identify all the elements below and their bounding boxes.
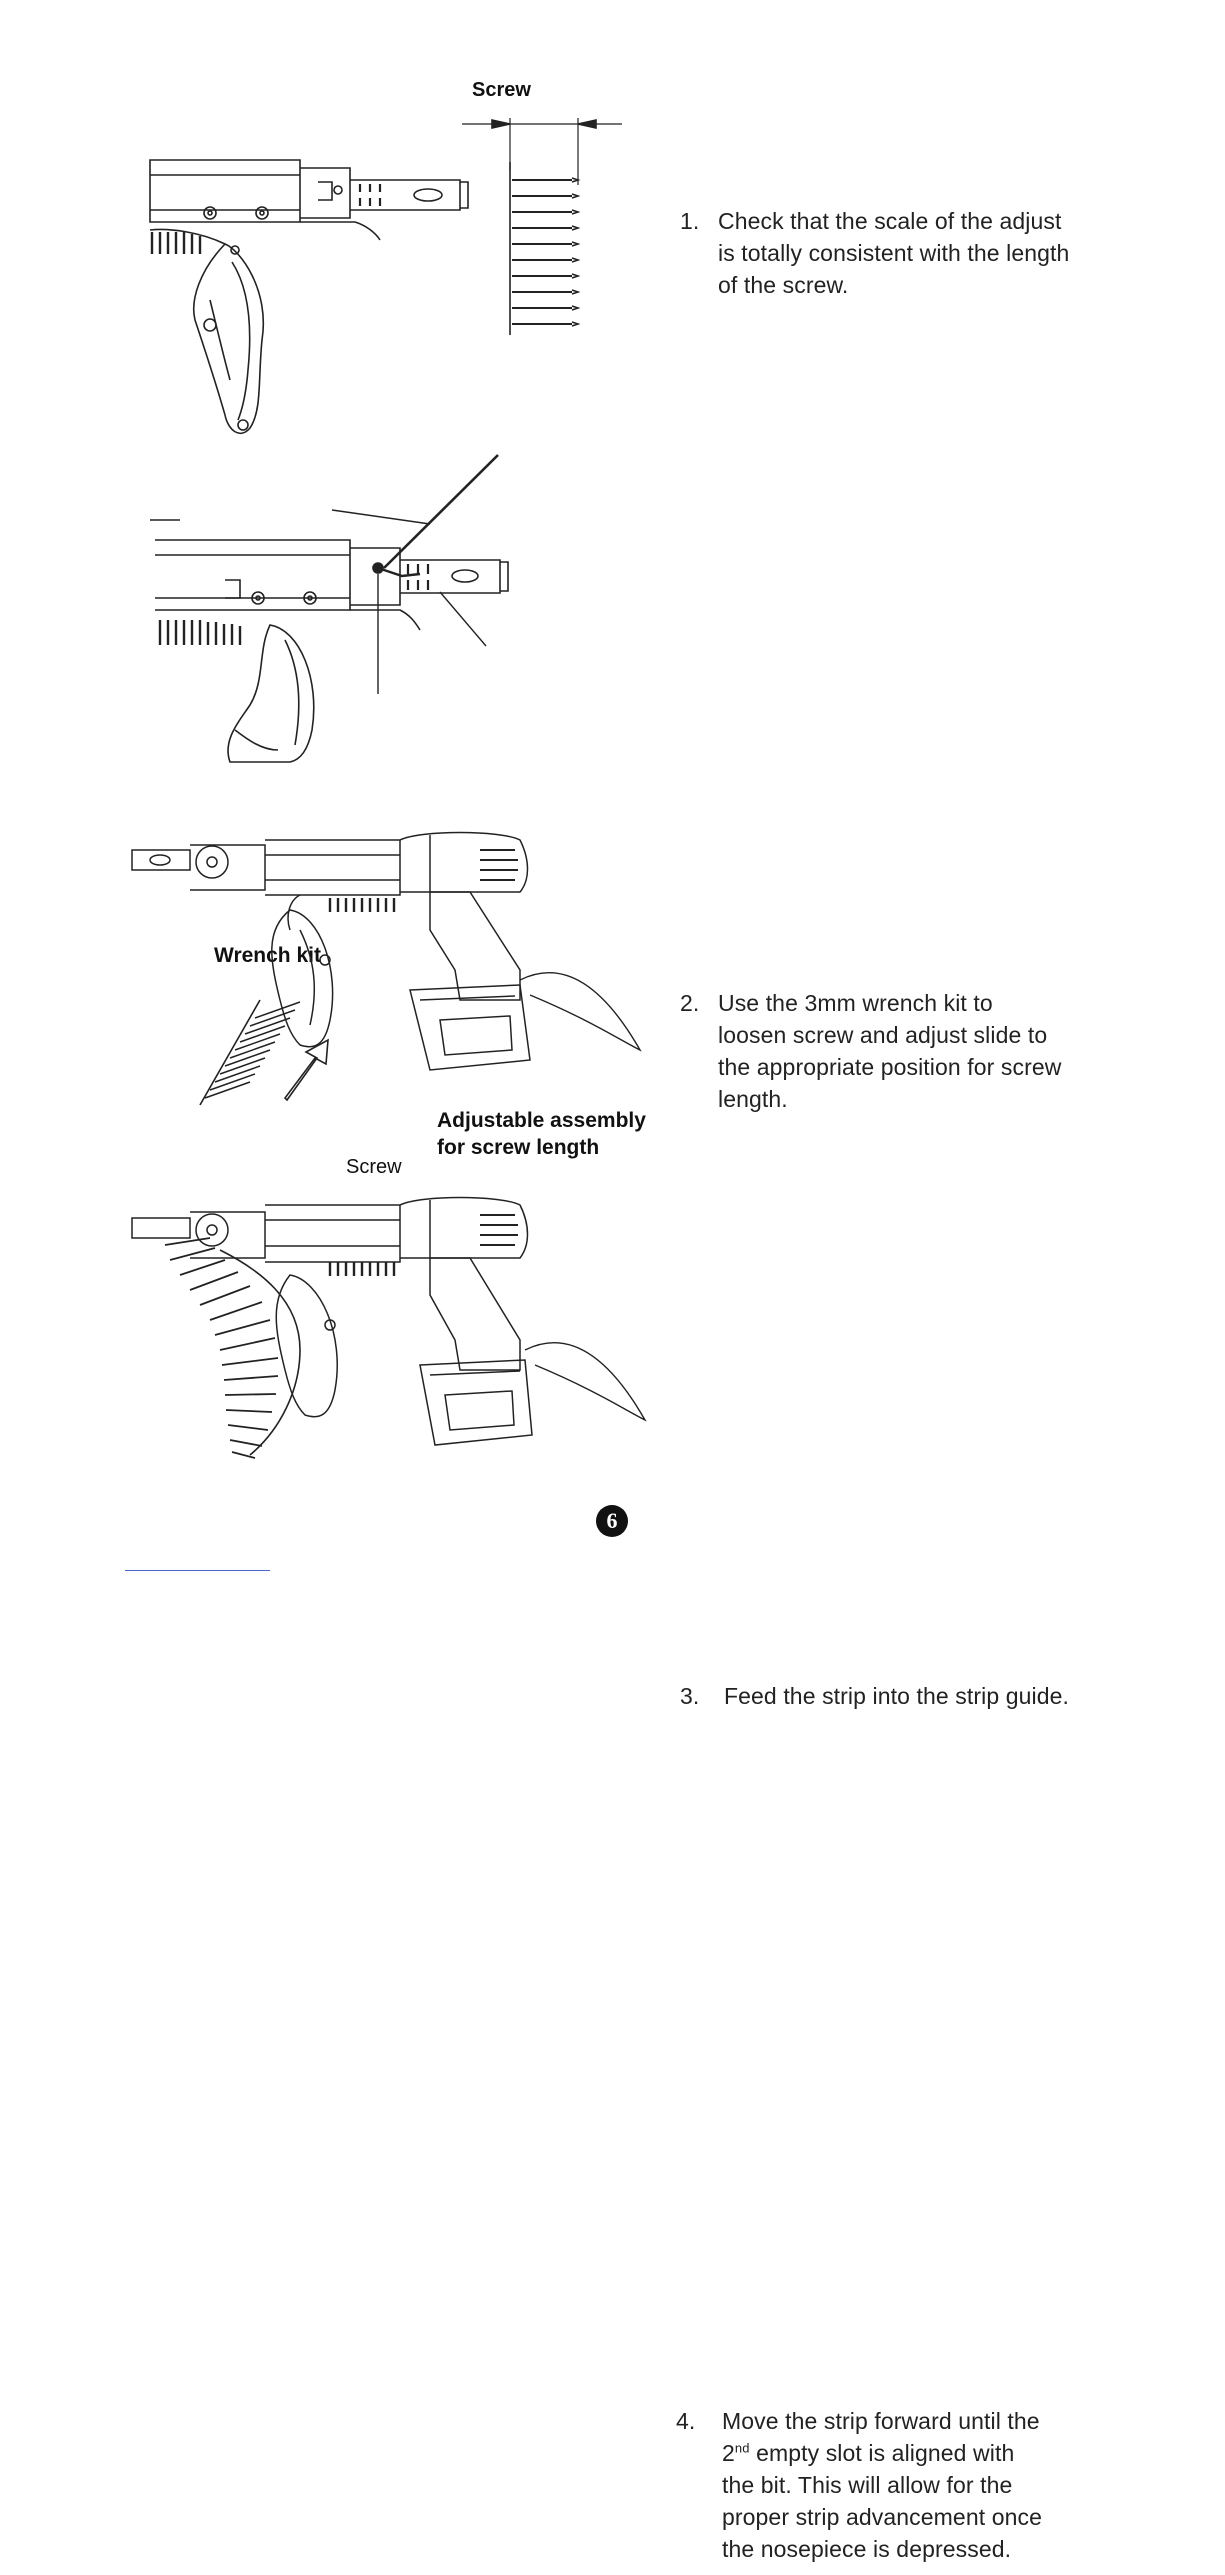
step-line: of the screw. [718,272,849,298]
page-number: 6 [596,1505,628,1537]
step-text: Check that the scale of the adjust is to… [718,205,1069,301]
step-1: Screw 1. Check that the scale of the adj… [0,0,1225,450]
fig2-screw-label: Screw [346,1156,402,1178]
figure-2-wrench-adjust [0,450,660,780]
figure-4-strip-aligned [0,1190,660,1480]
step-line: length. [718,1086,788,1112]
wrench-kit-label: Wrench kit [214,944,321,967]
step-number: 1. [680,208,700,234]
step-line: loosen screw and adjust slide to [718,1022,1048,1048]
adjustable-assembly-line1: Adjustable assembly [437,1109,646,1132]
instruction-step-3: 3. Feed the strip into the strip guide. [680,1680,1200,1720]
ordinal-suffix: nd [734,2440,750,2456]
figure-3-feed-strip [0,820,660,1120]
adjustable-assembly-line2: for screw length [437,1136,600,1159]
step-line: is totally consistent with the length [718,240,1070,266]
step-line: Feed the strip into the strip guide. [724,1683,1069,1709]
instruction-step-1: 1. Check that the scale of the adjust is… [680,205,1200,305]
step-line: Check that the scale of the adjust [718,208,1062,234]
figure-2-drawing [150,454,509,763]
figure-1-drawing [149,118,622,434]
step-text: Feed the strip into the strip guide. [724,1680,1069,1712]
figure-3-drawing [131,831,642,1106]
step-2: Wrench kit Adjustable assembly for screw… [0,450,1225,1178]
ordinal-number: 2 [722,2440,735,2466]
step-3: 3. Feed the strip into the strip guide. [0,820,1225,1709]
step-text: Use the 3mm wrench kit to loosen screw a… [718,987,1061,1115]
bottom-rule [125,1570,270,1571]
step-line-ordinal: 2nd empty slot is aligned with [722,2437,1042,2469]
step-text: Move the strip forward until the 2nd emp… [722,2405,1042,2565]
ordinal-rest: empty slot is aligned with [749,2440,1015,2466]
step-line: the nosepiece is depressed. [722,2536,1012,2562]
step-number: 2. [680,990,700,1016]
adjustable-assembly-label: Adjustable assembly for screw length [437,1107,646,1161]
fig1-screw-label: Screw [472,79,531,101]
step-line: the appropriate position for screw [718,1054,1062,1080]
figure-4-drawing [131,1196,647,1459]
instruction-step-2: 2. Use the 3mm wrench kit to loosen scre… [680,987,1200,1117]
step-number: 4. [676,2408,696,2434]
step-line: proper strip advancement once [722,2504,1042,2530]
step-number: 3. [680,1683,700,1709]
step-line: Use the 3mm wrench kit to [718,990,993,1016]
instruction-step-4: 4. Move the strip forward until the 2nd … [676,2405,1206,2575]
figure-1-screwdriver-attachment [0,0,660,450]
step-line: Move the strip forward until the [722,2408,1040,2434]
step-4: 4. Move the strip forward until the 2nd … [0,1190,1225,2562]
step-line: the bit. This will allow for the [722,2472,1013,2498]
